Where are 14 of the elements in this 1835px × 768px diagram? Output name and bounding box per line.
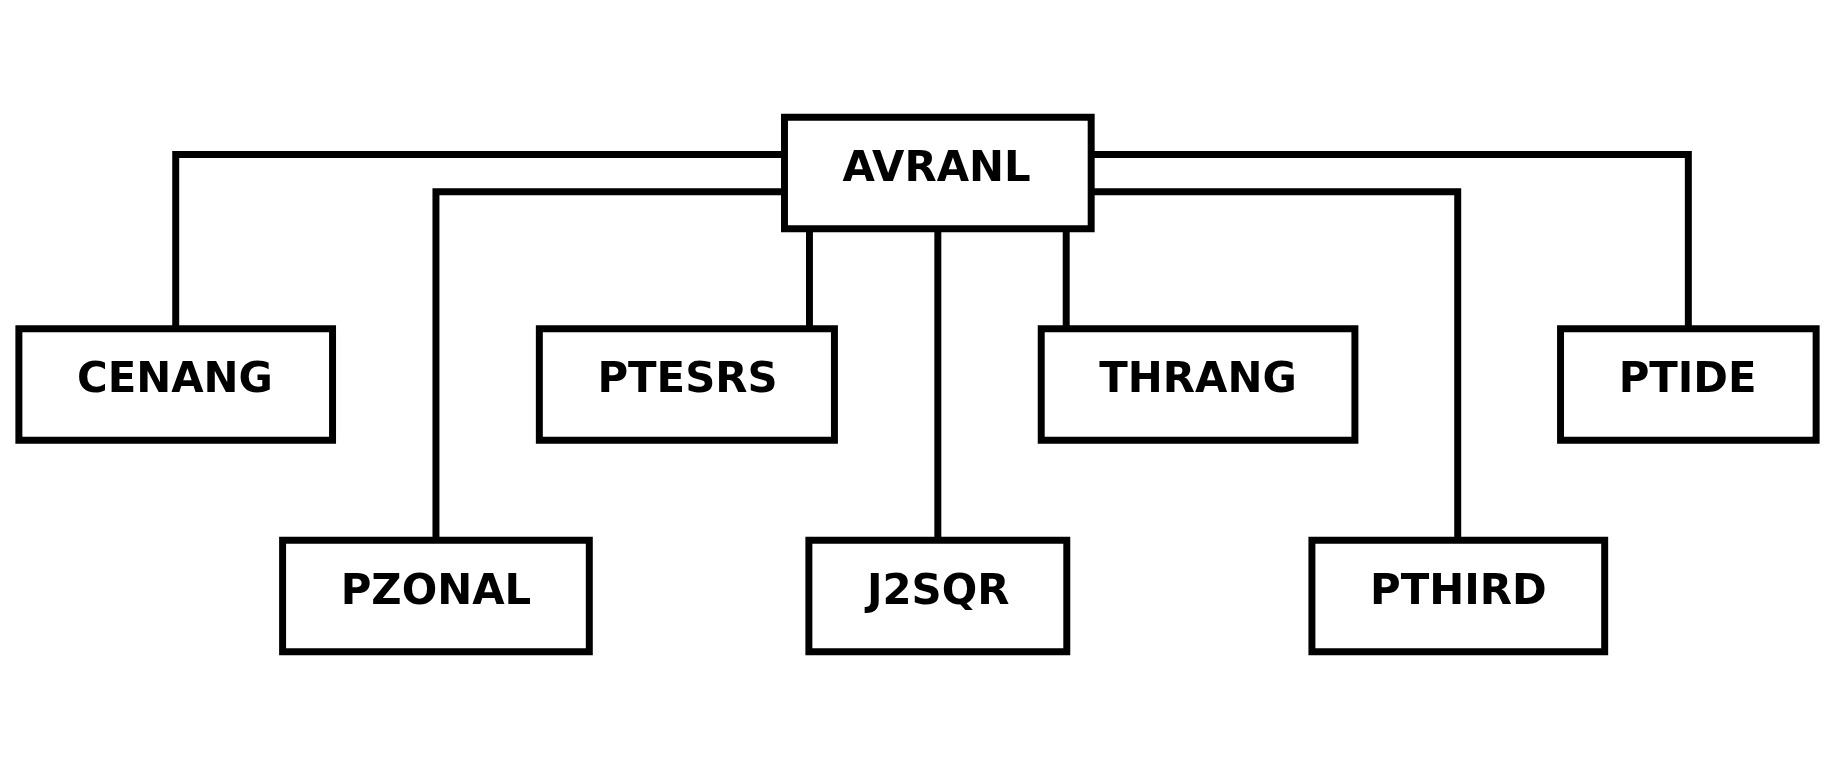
connector [1091, 187, 1462, 540]
connector [805, 229, 813, 328]
node-box: PTIDE [1557, 324, 1820, 444]
node-box: PTESRS [535, 324, 838, 444]
connector [432, 187, 784, 540]
node-box: CENANG [15, 324, 337, 444]
node-box: THRANG [1037, 324, 1359, 444]
node-box: AVRANL [781, 113, 1095, 232]
connector [1091, 150, 1692, 328]
node-box: PZONAL [279, 536, 593, 655]
connector [172, 150, 784, 328]
node-box: PTHIRD [1308, 536, 1609, 655]
connector [1062, 229, 1070, 328]
node-box: J2SQR [805, 536, 1071, 655]
